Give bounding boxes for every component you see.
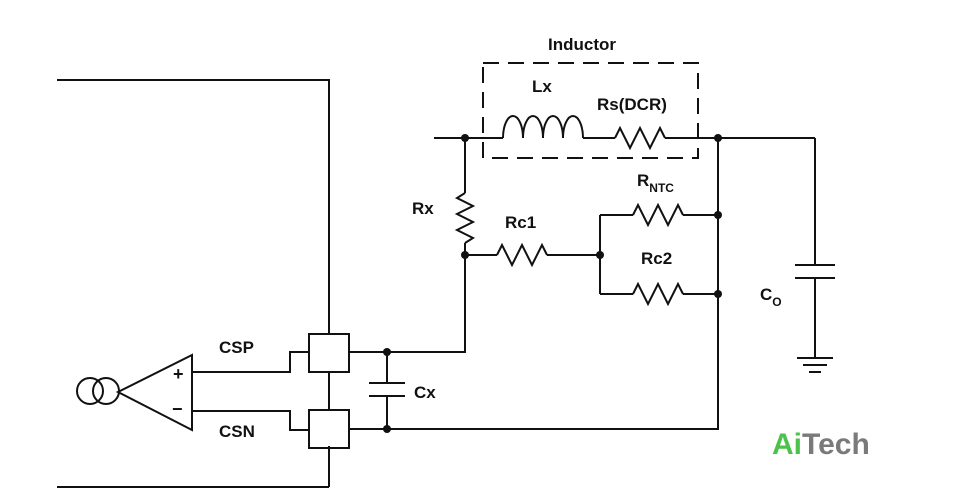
rc1-label: Rc1 [505,213,536,232]
cx-label: Cx [414,383,436,402]
aitech-logo: AiTech [772,428,870,461]
aitech-logo-ai: Ai [772,428,802,461]
rx-resistor [454,192,476,244]
rx-label: Rx [412,199,434,218]
amplifier-plus-sign: + [173,364,184,384]
rntc-label-main: R [637,171,649,190]
csp-pin [308,333,350,373]
rc2-label: Rc2 [641,249,672,268]
rntc-label-sub: NTC [649,181,674,195]
rc2-resistor [632,281,684,307]
junction-dots [383,134,722,433]
amplifier-minus-sign: − [172,399,183,419]
inductor-label: Inductor [548,35,616,54]
csp-net [349,255,466,353]
current-source-symbol [76,377,120,405]
csp-label: CSP [219,338,254,357]
ground-icon [797,357,833,373]
rs-dcr-label: Rs(DCR) [597,95,667,114]
lx-label: Lx [532,77,552,96]
csn-pin [308,409,350,449]
ic-outline [57,79,330,334]
current-sense-amplifier [115,353,193,432]
csn-label: CSN [219,422,255,441]
csn-amp-wire [192,410,309,431]
co-label-sub: O [772,295,781,309]
csp-amp-wire [192,351,309,373]
rs-dcr-resistor [614,125,666,151]
co-label-main: C [760,285,772,304]
co-label: CO [760,285,782,309]
rntc-label: RNTC [637,171,674,195]
inductor-boundary [482,62,699,159]
inductor-coil [502,115,584,139]
rc1-resistor [496,242,548,268]
aitech-logo-tech: Tech [802,428,870,461]
csn-net [349,138,719,430]
rntc-resistor [632,202,684,228]
